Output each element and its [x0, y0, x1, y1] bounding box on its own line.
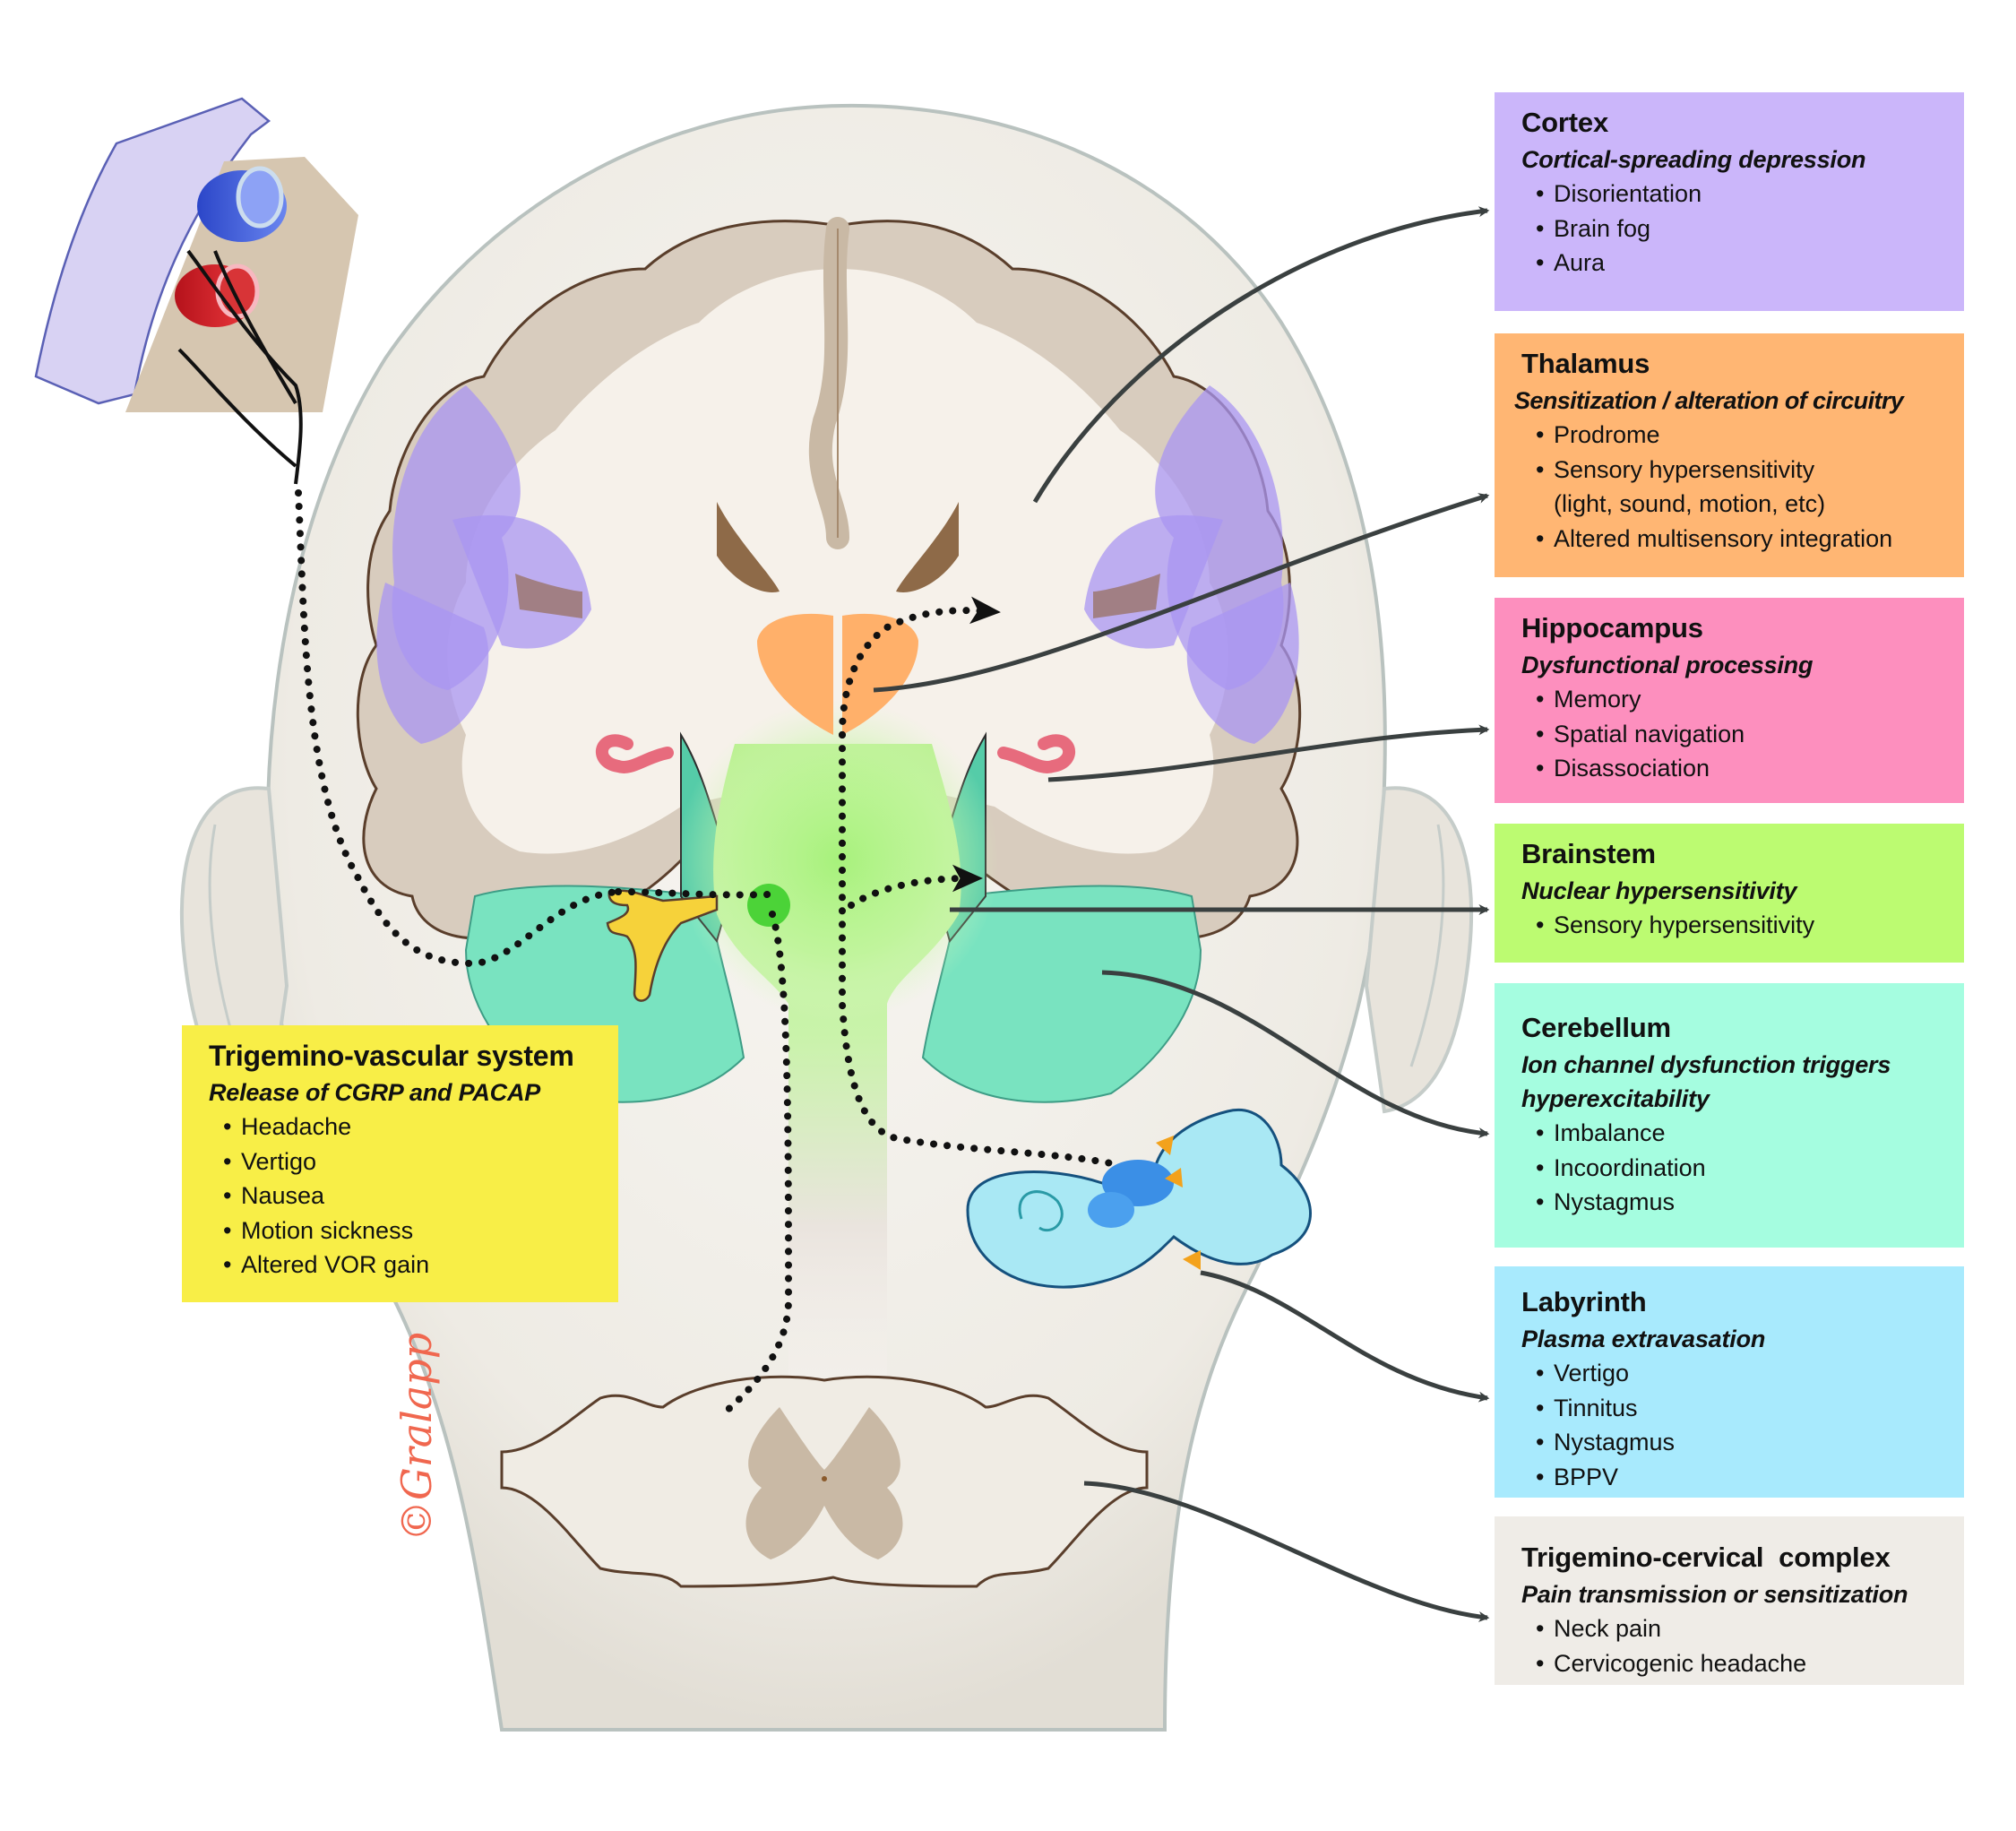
info-box-hippocampus: Hippocampus Dysfunctional processing Mem…: [1495, 598, 1964, 803]
meningeal-vessels-inset: [34, 97, 358, 485]
box-title: Thalamus: [1521, 348, 1650, 379]
right-ear: [1364, 786, 1474, 1114]
list-item: Spatial navigation: [1536, 717, 1964, 752]
box-title: Cortex: [1521, 107, 1608, 138]
box-subtitle: Dysfunctional processing: [1521, 652, 1814, 678]
trigeminal-ganglion: [606, 889, 719, 1002]
box-subtitle: Nuclear hypersensitivity: [1521, 877, 1797, 904]
symptom-list: Sensory hypersensitivity: [1521, 908, 1964, 943]
list-item: Neck pain: [1536, 1611, 1964, 1646]
list-item: Vertigo: [1536, 1356, 1964, 1391]
symptom-list: Prodrome Sensory hypersensitivity (light…: [1514, 418, 1964, 556]
info-box-trigemino-cervical-complex: Trigemino-cervical complex Pain transmis…: [1495, 1516, 1964, 1685]
path-stem-vertical: [839, 731, 1124, 1169]
list-item: Incoordination: [1536, 1151, 1964, 1186]
list-item: Prodrome: [1536, 418, 1964, 453]
path-nucleus-to-cerebellum: [848, 864, 983, 909]
box-title: Hippocampus: [1521, 612, 1703, 643]
thalamus: [757, 613, 918, 735]
inner-ear-labyrinth: [966, 1108, 1312, 1289]
path-trigeminal-to-inset: [295, 489, 622, 968]
list-item: Altered VOR gain: [223, 1248, 618, 1283]
path-ganglion-to-nucleus: [615, 888, 772, 899]
connector-arrows: [873, 206, 1490, 1622]
symptom-list: Neck pain Cervicogenic headache: [1521, 1611, 1964, 1680]
arrow-cerebellum: [1101, 970, 1490, 1139]
symptom-list: Vertigo Tinnitus Nystagmus BPPV: [1521, 1356, 1964, 1494]
info-box-brainstem: Brainstem Nuclear hypersensitivity Senso…: [1495, 824, 1964, 963]
brainstem-nucleus: [747, 884, 790, 927]
symptom-list: Imbalance Incoordination Nystagmus: [1521, 1116, 1964, 1220]
box-subtitle: Pain transmission or sensitization: [1521, 1581, 1908, 1608]
path-nucleus-to-spinal: [722, 911, 793, 1415]
box-subtitle: Release of CGRP and PACAP: [209, 1079, 541, 1106]
box-subtitle: Ion channel dysfunction triggers: [1521, 1051, 1891, 1078]
symptom-list: Headache Vertigo Nausea Motion sickness …: [209, 1110, 618, 1283]
box-title: Brainstem: [1521, 838, 1656, 869]
box-subtitle-continued: hyperexcitability: [1521, 1085, 1710, 1112]
list-item: Nystagmus: [1536, 1185, 1964, 1220]
info-box-labyrinth: Labyrinth Plasma extravasation Vertigo T…: [1495, 1266, 1964, 1498]
arrow-thalamus: [873, 493, 1490, 693]
list-item: Motion sickness: [223, 1213, 618, 1248]
info-box-cortex: Cortex Cortical-spreading depression Dis…: [1495, 92, 1964, 311]
info-box-trigemino-vascular-system: Trigemino-vascular system Release of CGR…: [182, 1025, 618, 1302]
list-item-continuation: (light, sound, motion, etc): [1554, 490, 1826, 517]
dotted-pathways: [295, 489, 1124, 1415]
info-box-thalamus: Thalamus Sensitization / alteration of c…: [1495, 333, 1964, 577]
list-item: Aura: [1536, 246, 1964, 281]
box-subtitle: Cortical-spreading depression: [1521, 146, 1866, 173]
list-item: Nystagmus: [1536, 1425, 1964, 1460]
arrow-cortex: [1032, 206, 1490, 504]
list-item: Brain fog: [1536, 212, 1964, 246]
box-title: Labyrinth: [1521, 1286, 1647, 1317]
box-subtitle: Plasma extravasation: [1521, 1326, 1766, 1352]
list-item: Disassociation: [1536, 751, 1964, 786]
box-title: Trigemino-cervical complex: [1521, 1542, 1891, 1573]
symptom-list: Memory Spatial navigation Disassociation: [1521, 682, 1964, 786]
list-item: Sensory hypersensitivity: [1536, 453, 1964, 488]
list-item: Imbalance: [1536, 1116, 1964, 1151]
arrow-hippocampus: [1047, 724, 1490, 782]
symptom-list: Disorientation Brain fog Aura: [1521, 177, 1964, 281]
box-subtitle: Sensitization / alteration of circuitry: [1514, 387, 1904, 414]
list-item: Memory: [1536, 682, 1964, 717]
info-box-cerebellum: Cerebellum Ion channel dysfunction trigg…: [1495, 983, 1964, 1248]
list-item: Headache: [223, 1110, 618, 1144]
list-item: BPPV: [1536, 1460, 1964, 1495]
arrow-trigemino-cervical: [1083, 1481, 1490, 1622]
box-title: Cerebellum: [1521, 1012, 1671, 1043]
hippocampus-left: [596, 734, 674, 773]
box-title: Trigemino-vascular system: [209, 1040, 574, 1072]
path-nucleus-to-thalamus: [839, 596, 1001, 738]
list-item: Cervicogenic headache: [1536, 1646, 1964, 1681]
spinal-cord-section: [500, 1375, 1149, 1588]
list-item: Nausea: [223, 1179, 618, 1213]
hippocampus-right: [997, 734, 1075, 773]
artist-signature: ©Gralapp: [392, 1332, 441, 1542]
list-item: Disorientation: [1536, 177, 1964, 212]
brain-coronal-section: [356, 217, 1302, 940]
arrow-labyrinth: [1200, 1270, 1490, 1403]
list-item: Vertigo: [223, 1144, 618, 1179]
list-item: Sensory hypersensitivity: [1536, 908, 1964, 943]
list-item: Altered multisensory integration: [1536, 522, 1964, 557]
list-item: Tinnitus: [1536, 1391, 1964, 1426]
